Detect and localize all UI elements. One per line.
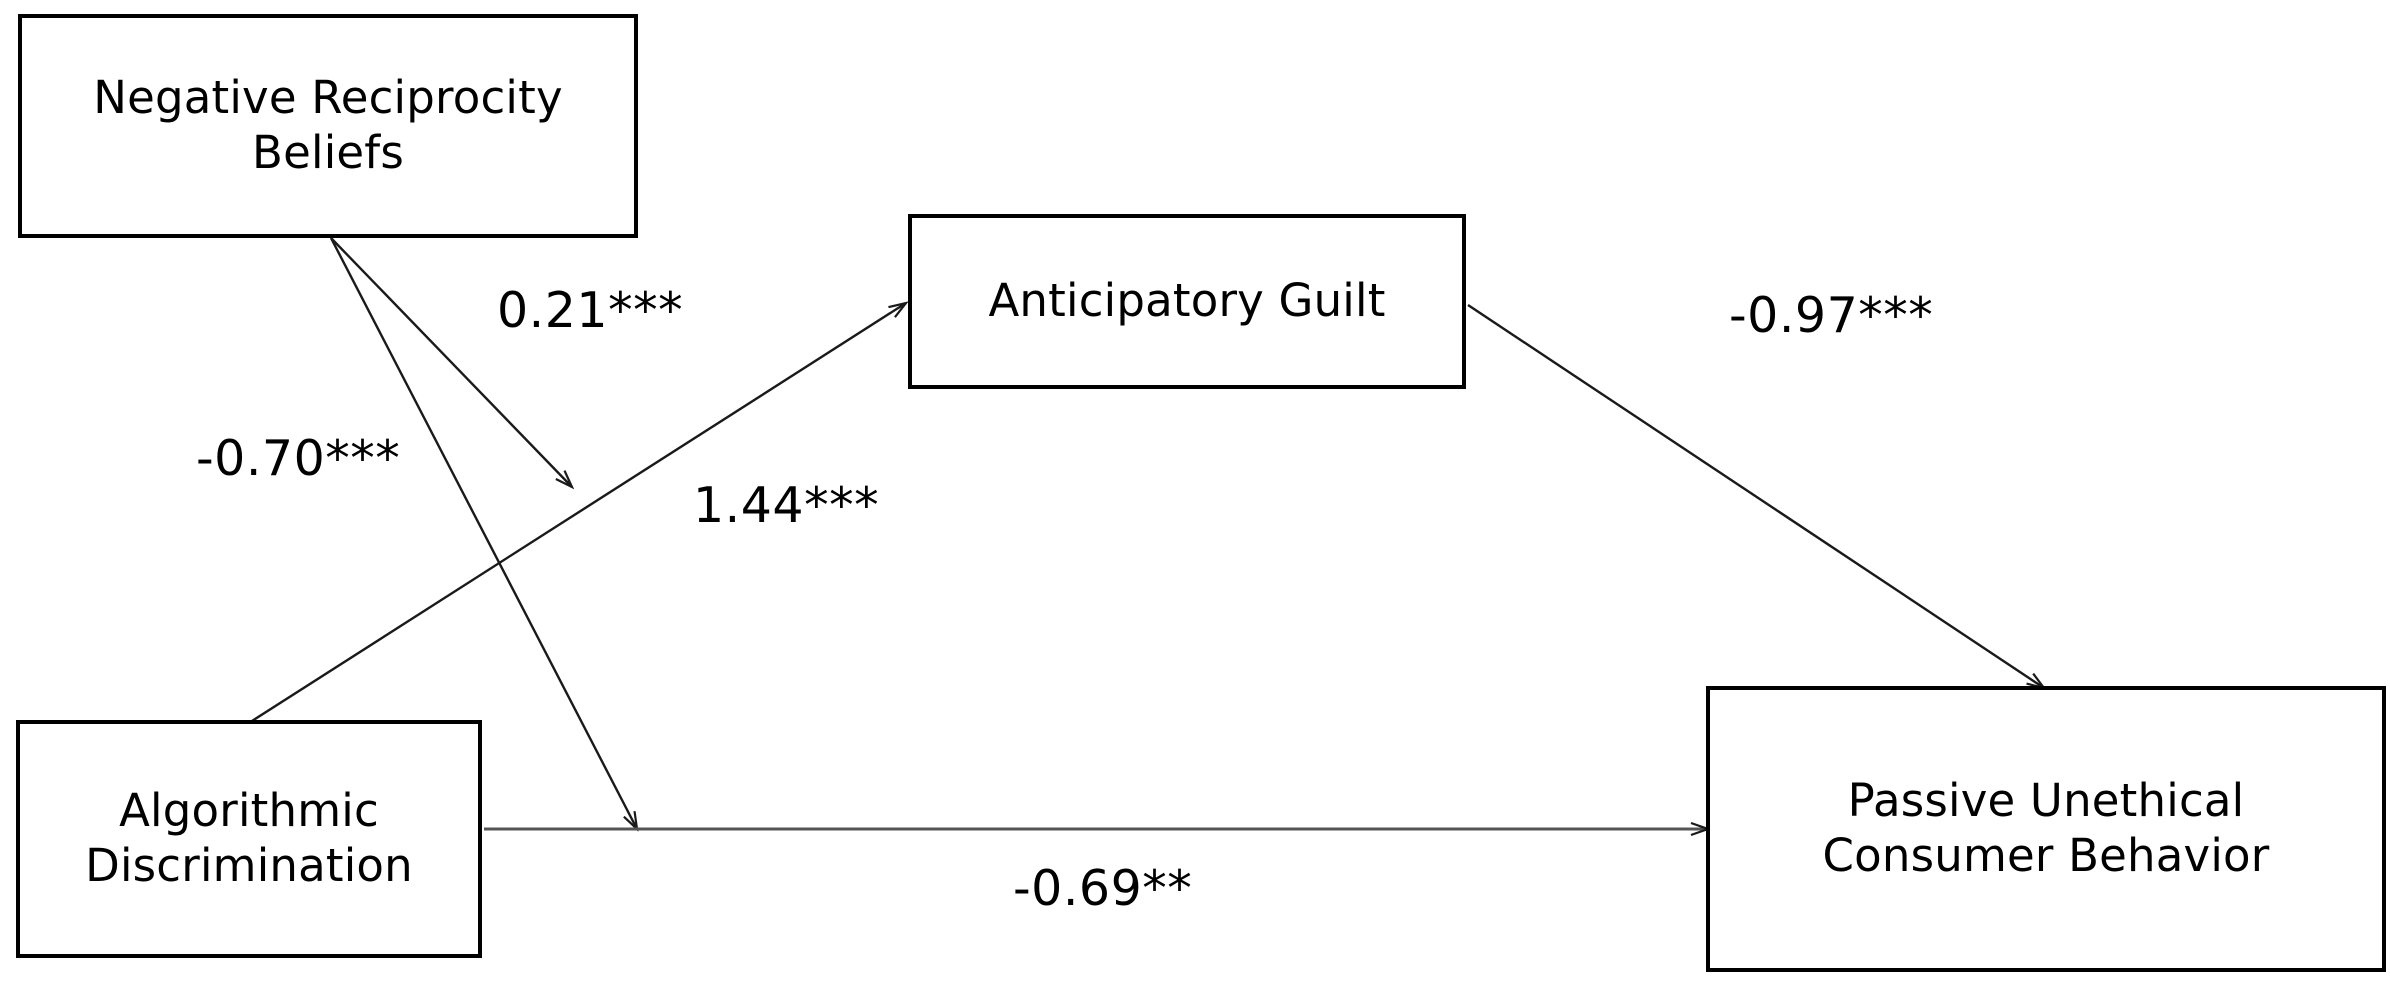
edge-line-ag-to-puc (1467, 304, 2044, 688)
edge-label-ag-to-puc: -0.97*** (1729, 287, 1934, 344)
node-algorithmic-discrimination[interactable]: Algorithmic Discrimination (16, 720, 482, 958)
node-negative-reciprocity-beliefs[interactable]: Negative Reciprocity Beliefs (18, 14, 638, 238)
edge-label-ad-to-ag: 1.44*** (693, 477, 880, 534)
edge-line-ad-to-ag (251, 303, 906, 723)
edge-line-nrb-to-ag (330, 237, 572, 487)
edge-label-ad-to-puc: -0.69** (1013, 860, 1193, 917)
edge-line-nrb-to-puc (329, 237, 637, 829)
node-label-negative-reciprocity-beliefs: Negative Reciprocity Beliefs (93, 71, 563, 179)
node-label-passive-unethical-consumer-behavior: Passive Unethical Consumer Behavior (1822, 774, 2270, 882)
edge-label-nrb-to-ag: 0.21*** (497, 282, 684, 339)
node-anticipatory-guilt[interactable]: Anticipatory Guilt (908, 214, 1466, 389)
node-label-algorithmic-discrimination: Algorithmic Discrimination (85, 784, 413, 892)
node-passive-unethical-consumer-behavior[interactable]: Passive Unethical Consumer Behavior (1706, 686, 2386, 972)
edge-label-nrb-to-puc: -0.70*** (196, 430, 401, 487)
node-label-anticipatory-guilt: Anticipatory Guilt (988, 274, 1386, 328)
